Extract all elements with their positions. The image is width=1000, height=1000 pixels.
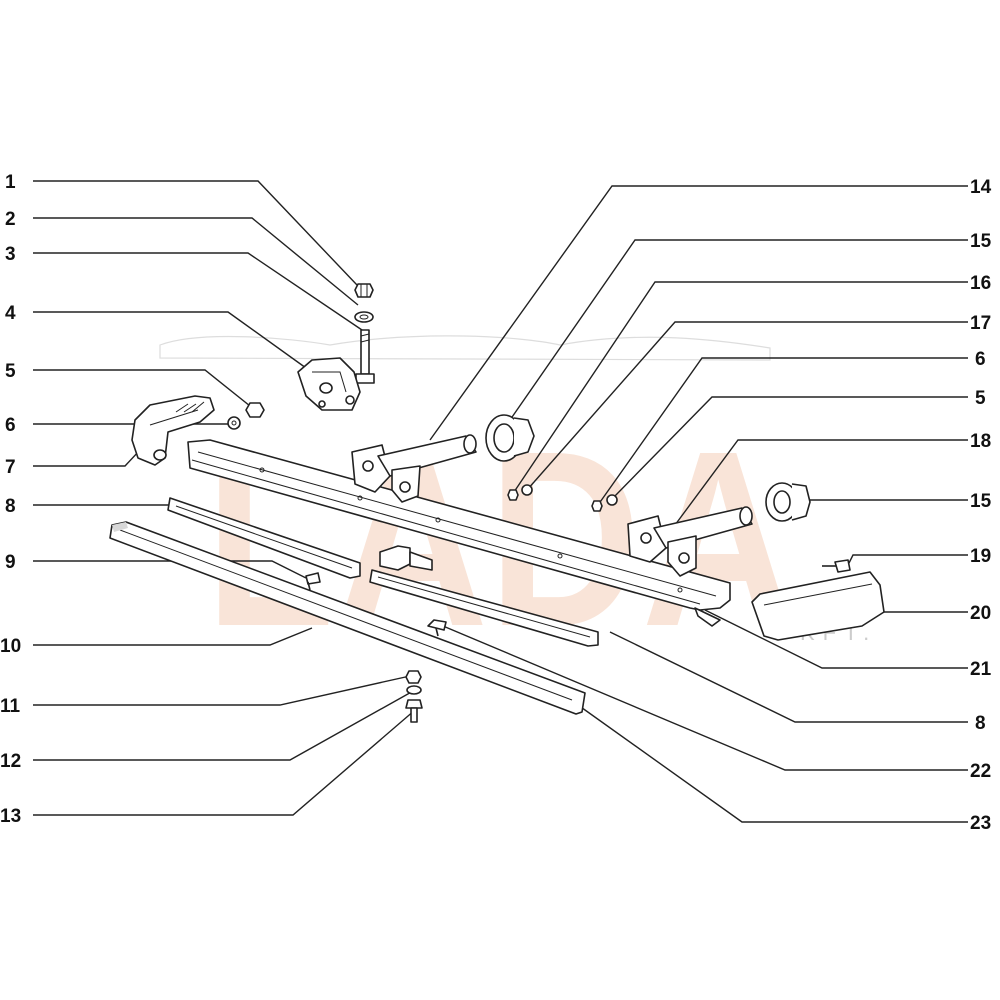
bumper-beam [187,439,731,627]
nut-part-11 [405,670,422,684]
end-cap-part-7 [131,395,215,466]
callout-label-20: 20 [970,603,991,624]
callout-label-1: 1 [5,172,16,193]
bolt-part-13 [405,699,423,723]
callout-label-5-right: 5 [975,388,986,409]
nut-part-1 [354,283,374,298]
callouts-left: 1 2 3 4 5 6 7 8 9 10 11 12 13 [0,172,21,827]
callout-label-3: 3 [5,244,16,265]
screw-part-9 [305,572,321,591]
washer-part-6 [227,416,241,430]
callout-label-21: 21 [970,659,992,680]
bolt-part-19 [822,559,851,573]
nut-part-5 [245,402,265,418]
callout-label-23: 23 [970,813,991,834]
molding-strip-part-8-right [369,569,599,647]
bolt-part-22 [427,619,447,637]
center-mount-block [379,545,433,571]
rubber-buffer-part-15-lower [765,482,811,522]
washer-part-2 [354,311,374,323]
callout-label-15-upper: 15 [970,231,992,252]
callout-label-8: 8 [5,496,16,517]
callout-label-19: 19 [970,546,991,567]
callout-label-4: 4 [5,303,16,324]
callout-label-17: 17 [970,313,991,334]
washer-part-5-right [606,494,618,506]
lower-trim-part-10 [109,521,586,715]
callout-label-18: 18 [970,431,991,452]
nut-part-16 [507,489,519,501]
callout-label-5: 5 [5,361,16,382]
callout-label-14: 14 [970,177,992,198]
callout-label-16: 16 [970,273,991,294]
callout-label-12: 12 [0,751,21,772]
callout-label-9: 9 [5,552,16,573]
mount-arm-part-18 [627,506,753,577]
callout-label-7: 7 [5,457,16,478]
callout-label-8-right: 8 [975,713,986,734]
leader-lines [33,180,968,823]
rubber-buffer-part-15-upper [485,414,535,462]
callout-label-6-right: 6 [975,349,986,370]
bracket-part-4 [297,357,361,411]
callout-label-10: 10 [0,636,21,657]
callouts-right: 14 15 16 17 6 5 18 15 19 20 21 8 22 23 [970,177,992,834]
molding-strip-part-8-left [167,497,361,579]
callout-label-6: 6 [5,415,16,436]
washer-part-6-right [591,500,603,512]
callout-label-13: 13 [0,806,21,827]
washer-part-17 [521,484,533,496]
callout-label-2: 2 [5,209,16,230]
callout-label-15-lower: 15 [970,491,992,512]
washer-part-12 [406,685,422,695]
callout-label-11: 11 [0,696,21,717]
end-cap-part-20 [751,571,885,641]
callout-label-22: 22 [970,761,991,782]
bolt-part-3 [355,329,375,384]
mount-arm-part-14 [351,434,477,503]
